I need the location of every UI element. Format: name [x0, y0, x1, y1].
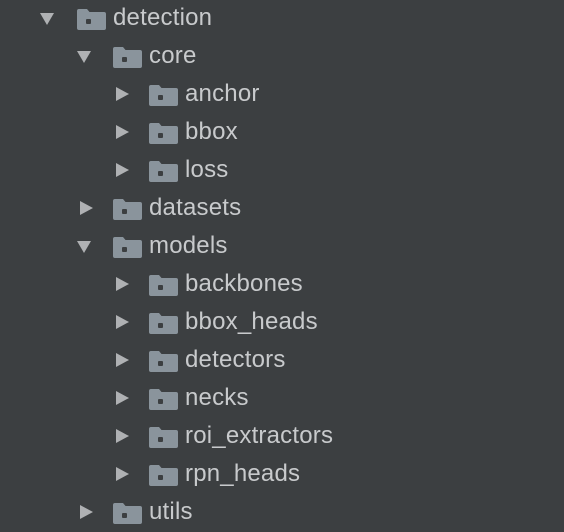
tree-item-loss[interactable]: loss [0, 152, 564, 190]
tree-item-label: utils [149, 498, 193, 525]
tree-item-core[interactable]: core [0, 38, 564, 76]
tree-item-models[interactable]: models [0, 228, 564, 266]
tree-item-detection[interactable]: detection [0, 0, 564, 38]
tree-item-roi-extractors[interactable]: roi_extractors [0, 418, 564, 456]
collapsed-arrow-icon[interactable] [116, 87, 129, 101]
collapsed-arrow-icon[interactable] [116, 163, 129, 177]
folder-icon [149, 351, 178, 372]
collapsed-arrow-icon[interactable] [116, 391, 129, 405]
tree-item-label: necks [185, 384, 249, 411]
collapsed-arrow-icon[interactable] [116, 125, 129, 139]
tree-item-label: detectors [185, 346, 286, 373]
collapsed-arrow-icon[interactable] [80, 505, 93, 519]
collapsed-arrow-icon[interactable] [116, 353, 129, 367]
tree-item-anchor[interactable]: anchor [0, 76, 564, 114]
folder-icon [149, 161, 178, 182]
tree-item-label: bbox [185, 118, 238, 145]
expanded-arrow-icon[interactable] [77, 51, 91, 63]
tree-item-label: loss [185, 156, 229, 183]
tree-item-label: core [149, 42, 197, 69]
folder-icon [149, 123, 178, 144]
tree-item-datasets[interactable]: datasets [0, 190, 564, 228]
folder-icon [149, 465, 178, 486]
tree-item-necks[interactable]: necks [0, 380, 564, 418]
folder-icon [149, 85, 178, 106]
collapsed-arrow-icon[interactable] [116, 315, 129, 329]
folder-icon [113, 47, 142, 68]
tree-item-label: detection [113, 4, 213, 31]
folder-icon [77, 9, 106, 30]
tree-item-label: rpn_heads [185, 460, 301, 487]
tree-item-label: models [149, 232, 228, 259]
expanded-arrow-icon[interactable] [40, 13, 54, 25]
collapsed-arrow-icon[interactable] [80, 201, 93, 215]
collapsed-arrow-icon[interactable] [116, 277, 129, 291]
folder-icon [149, 275, 178, 296]
tree-item-label: bbox_heads [185, 308, 318, 335]
tree-item-label: backbones [185, 270, 303, 297]
folder-icon [149, 313, 178, 334]
tree-item-rpn-heads[interactable]: rpn_heads [0, 456, 564, 494]
folder-icon [113, 503, 142, 524]
collapsed-arrow-icon[interactable] [116, 429, 129, 443]
tree-item-utils[interactable]: utils [0, 494, 564, 532]
folder-icon [113, 199, 142, 220]
collapsed-arrow-icon[interactable] [116, 467, 129, 481]
tree-item-label: roi_extractors [185, 422, 334, 449]
expanded-arrow-icon[interactable] [77, 241, 91, 253]
tree-item-backbones[interactable]: backbones [0, 266, 564, 304]
tree-item-bbox[interactable]: bbox [0, 114, 564, 152]
tree-item-label: datasets [149, 194, 242, 221]
folder-icon [113, 237, 142, 258]
tree-item-label: anchor [185, 80, 260, 107]
folder-icon [149, 427, 178, 448]
tree-item-detectors[interactable]: detectors [0, 342, 564, 380]
folder-icon [149, 389, 178, 410]
tree-item-bbox-heads[interactable]: bbox_heads [0, 304, 564, 342]
